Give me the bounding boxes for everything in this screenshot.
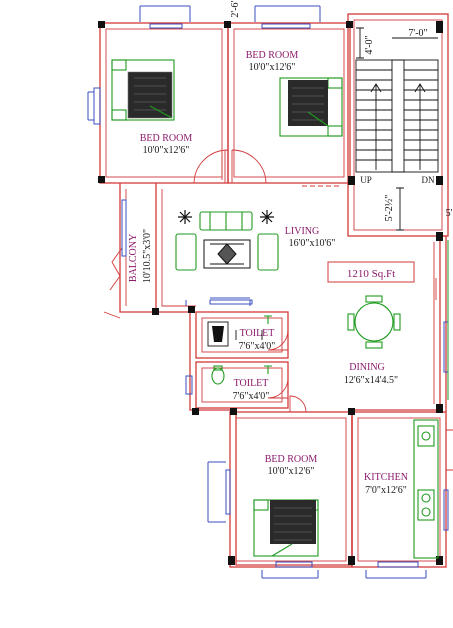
wall-toilet-2	[195, 361, 289, 409]
wall-toilet-1	[195, 311, 289, 359]
columns	[98, 21, 443, 565]
column	[348, 556, 355, 565]
wall-balcony	[119, 183, 156, 313]
column	[436, 556, 443, 565]
size-toilet-2: 7'6"x4'0"	[233, 391, 270, 402]
room-labels: BED ROOM 10'0"x12'6" BED ROOM 10'0"x12'6…	[128, 50, 415, 496]
stair-dim-lower: 5'-2½"	[384, 195, 395, 222]
size-bedroom-top-right: 10'0"x12'6"	[249, 62, 296, 73]
label-kitchen: KITCHEN	[364, 472, 408, 483]
column	[152, 308, 159, 315]
column	[346, 21, 353, 28]
stair-dim-edge: 5'	[446, 208, 453, 219]
stair-up-label: UP	[360, 175, 372, 185]
staircase: 4'-0" 7'-0" UP DN 5'-2½" 5' 2'-6"	[230, 0, 453, 231]
stair-up-arrow	[370, 83, 382, 170]
size-dining: 12'6"x14'4.5"	[344, 375, 398, 386]
label-toilet-1: TOILET	[240, 328, 275, 339]
dining-table	[347, 295, 401, 349]
bed-top-left	[111, 59, 175, 121]
stair-down-label: DN	[422, 175, 435, 185]
coffee-table	[203, 239, 251, 269]
size-bedroom-top-left: 10'0"x12'6"	[143, 145, 190, 156]
label-bedroom-top-right: BED ROOM	[246, 50, 299, 61]
area-box	[327, 261, 415, 283]
label-balcony: BALCONY	[128, 234, 139, 282]
stair-dim-landing: 4'-0"	[364, 35, 375, 54]
wall-bedroom-top-right	[227, 22, 351, 184]
windows	[87, 5, 449, 579]
window-top-right	[254, 5, 321, 22]
column	[348, 176, 355, 185]
size-kitchen: 7'0"x12'6"	[365, 485, 407, 496]
stair-down-arrow	[414, 83, 426, 170]
label-bedroom-top-left: BED ROOM	[140, 133, 193, 144]
size-living: 16'0"x10'6"	[289, 238, 336, 249]
area-label: 1210 Sq.Ft	[347, 268, 395, 280]
column	[98, 21, 105, 28]
window-top-left	[139, 5, 191, 22]
size-balcony: 10'10.5"x3'0"	[142, 229, 153, 283]
sofa-set	[175, 210, 279, 271]
column	[348, 408, 355, 415]
fan-icon	[178, 210, 192, 224]
column	[192, 408, 199, 415]
furniture	[111, 59, 439, 559]
fan-icon	[260, 210, 274, 224]
column	[436, 176, 443, 185]
doors	[193, 149, 437, 413]
bed-bottom	[253, 499, 319, 557]
column	[228, 556, 235, 565]
column	[436, 232, 443, 241]
column	[224, 21, 231, 28]
column	[188, 306, 195, 313]
stair-dim-width: 7'-0"	[408, 28, 427, 39]
label-living: LIVING	[285, 226, 319, 237]
size-toilet-1: 7'6"x4'0"	[239, 341, 276, 352]
column	[436, 21, 443, 33]
window-bottom-bedroom	[225, 469, 231, 515]
column	[230, 408, 237, 415]
dim-top: 2'-6"	[230, 0, 241, 18]
column	[436, 404, 443, 413]
door-bedroom-right	[231, 149, 267, 184]
door-bedroom-left	[193, 149, 229, 184]
label-bedroom-bottom: BED ROOM	[265, 454, 318, 465]
label-toilet-2: TOILET	[234, 378, 269, 389]
window-left-bedroom	[87, 87, 101, 125]
wall-staircase	[347, 13, 449, 237]
kitchen-counter	[413, 419, 439, 559]
column	[98, 176, 105, 183]
size-bedroom-bottom: 10'0"x12'6"	[268, 466, 315, 477]
label-dining: DINING	[349, 362, 385, 373]
toilet-fixtures	[207, 315, 272, 385]
bed-top-right	[279, 77, 343, 137]
